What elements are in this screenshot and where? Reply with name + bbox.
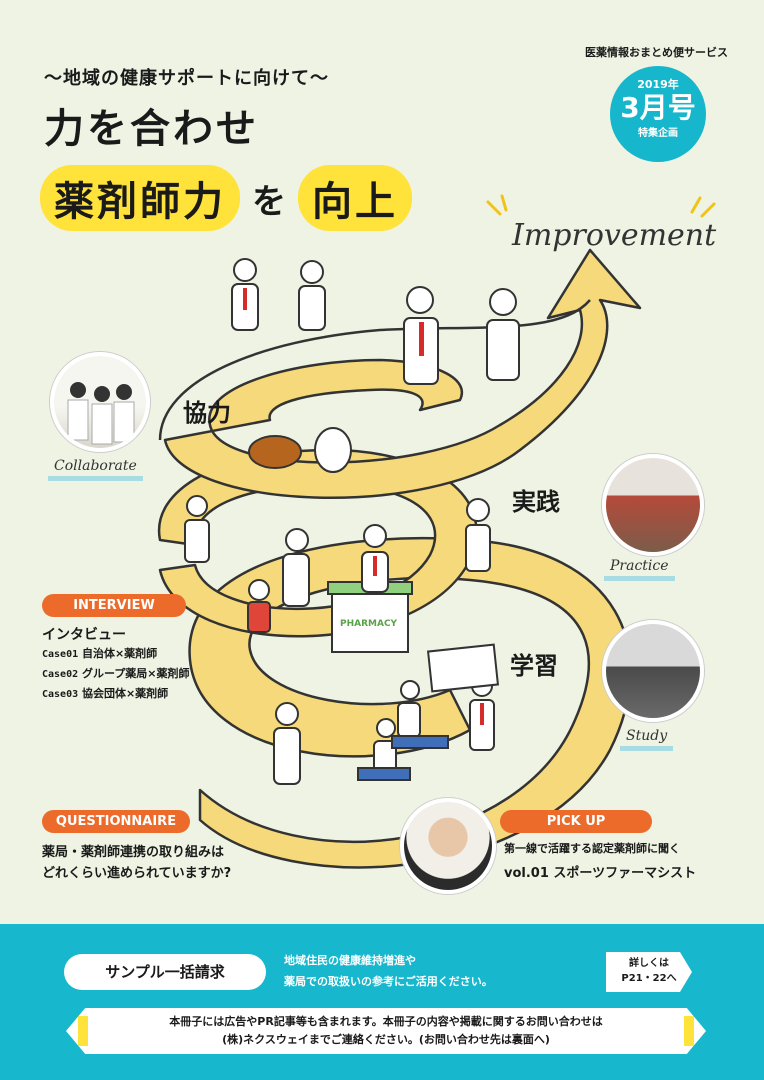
footer-band <box>0 924 764 1080</box>
sample-request-button[interactable]: サンプル一括請求 <box>64 954 266 990</box>
pickup-line-1: 第一線で活躍する認定薬剤師に聞く <box>504 842 680 855</box>
interview-case: Case03 協会団体×薬剤師 <box>42 687 169 700</box>
notice-marker-left <box>78 1016 88 1046</box>
group-photo-icon <box>67 382 135 445</box>
notice-line-2: (株)ネクスウェイまでご連絡ください。(お問い合わせ先は裏面へ) <box>222 1033 550 1046</box>
title-line-2: 薬剤師力 を 向上 <box>40 165 412 231</box>
spark-marks <box>486 194 716 218</box>
pickup-badge: PICK UP <box>500 810 652 833</box>
details-line-2: P21・22へ <box>621 973 677 984</box>
feature-label: 特集企画 <box>638 128 678 139</box>
questionnaire-line-2: どれくらい進められていますか? <box>42 866 232 881</box>
improvement-spiral: PHARMACY <box>157 248 642 869</box>
study-label: Study <box>620 726 674 751</box>
interview-badge: INTERVIEW <box>42 594 186 617</box>
details-line-1: 詳しくは <box>629 958 669 969</box>
pickup-photo <box>400 798 496 894</box>
notice-line-1: 本冊子には広告やPR記事等も含まれます。本冊子の内容や掲載に関するお問い合わせは <box>169 1015 603 1028</box>
interview-case: Case01 自治体×薬剤師 <box>42 647 158 660</box>
practice-photo <box>602 454 704 556</box>
disclaimer-notice: 本冊子には広告やPR記事等も含まれます。本冊子の内容や掲載に関するお問い合わせは… <box>66 1008 706 1054</box>
pharmacy-sign: PHARMACY <box>340 619 398 629</box>
sample-description: 地域住民の健康維持増進や 薬局での取扱いの参考にご活用ください。 <box>284 950 493 992</box>
improvement-heading: Improvement <box>512 218 717 253</box>
subtitle: 〜地域の健康サポートに向けて〜 <box>44 68 329 89</box>
questionnaire-line-1: 薬局・薬剤師連携の取り組みは <box>42 845 225 860</box>
interview-heading: インタビュー <box>42 627 126 643</box>
issue-badge: 2019年 3月号 特集企画 <box>610 66 706 162</box>
interview-case: Case02 グループ薬局×薬剤師 <box>42 667 190 680</box>
title-connector: を <box>252 181 286 222</box>
stage-cooperate: 協力 <box>183 399 231 427</box>
pickup-line-2: vol.01 スポーツファーマシスト <box>504 866 697 881</box>
practice-label: Practice <box>604 556 675 581</box>
issue-year: 2019年 <box>637 78 679 91</box>
questionnaire-text: 薬局・薬剤師連携の取り組みは どれくらい進められていますか? <box>42 842 231 884</box>
sample-line-1: 地域住民の健康維持増進や <box>284 954 416 967</box>
title-line-1: 力を合わせ <box>44 106 259 152</box>
sample-line-2: 薬局での取扱いの参考にご活用ください。 <box>284 975 493 988</box>
issue-month: 3月号 <box>620 91 696 124</box>
interview-case-list: Case01 自治体×薬剤師 Case02 グループ薬局×薬剤師 Case03 … <box>42 644 190 704</box>
collaborate-label: Collaborate <box>48 456 143 481</box>
study-photo <box>602 620 704 722</box>
collaborate-photo <box>50 352 150 452</box>
service-name: 医薬情報おまとめ便サービス <box>585 46 728 59</box>
stage-practice: 実践 <box>512 488 560 516</box>
notice-marker-right <box>684 1016 694 1046</box>
details-arrow-tag[interactable]: 詳しくは P21・22へ <box>606 952 692 992</box>
stage-study: 学習 <box>510 652 558 680</box>
questionnaire-badge: QUESTIONNAIRE <box>42 810 190 833</box>
title-highlight-pharmacist-power: 薬剤師力 <box>40 165 240 231</box>
title-highlight-improve: 向上 <box>298 165 412 231</box>
